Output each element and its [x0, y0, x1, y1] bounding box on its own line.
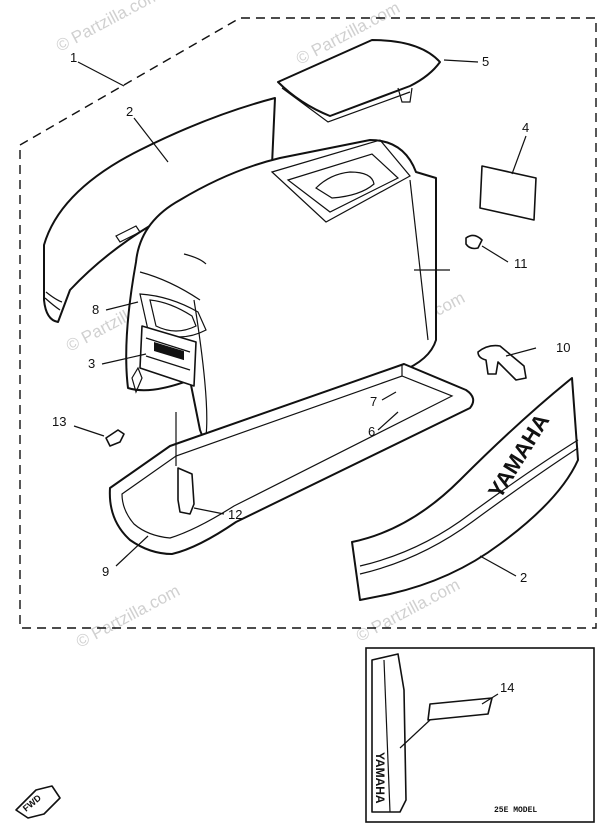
grommet-part-11: [465, 234, 483, 250]
callout-5: 5: [482, 54, 489, 69]
callout-2-left: 2: [126, 104, 133, 119]
callout-2-right: 2: [520, 570, 527, 585]
badge-plate: [139, 325, 197, 387]
callout-10: 10: [556, 340, 570, 355]
brand-decal-inset: YAMAHA: [373, 752, 387, 804]
leader-lines: [73, 59, 537, 749]
callout-4: 4: [522, 120, 529, 135]
inset-25e-model: YAMAHA 25E MODEL: [365, 647, 595, 823]
assembly-frame: [19, 17, 597, 629]
callout-6: 6: [368, 424, 375, 439]
watermark: © Partzilla.com: [53, 0, 163, 56]
callout-13: 13: [52, 414, 66, 429]
callout-9: 9: [102, 564, 109, 579]
rim-bracket: [175, 412, 195, 515]
top-lid: [277, 39, 441, 123]
callout-8: 8: [92, 302, 99, 317]
latch-lever: [477, 344, 527, 381]
callout-14: 14: [500, 680, 514, 695]
callout-3: 3: [88, 356, 95, 371]
screw-part-13: [105, 429, 125, 447]
callout-1: 1: [70, 50, 77, 65]
model-label: 25E MODEL: [494, 806, 537, 815]
callout-11: 11: [514, 256, 528, 271]
top-cowling: [125, 139, 450, 443]
fwd-arrow: FWD: [15, 785, 61, 819]
callout-12: 12: [228, 507, 242, 522]
watermark: © Partzilla.com: [73, 581, 183, 652]
label-sticker: [479, 165, 537, 221]
callout-7: 7: [370, 394, 377, 409]
callout-labels: 1 2 5 4 11 10 8 3 7 6 13 12 9 2 14: [52, 50, 570, 695]
bottom-rim: [108, 363, 475, 555]
